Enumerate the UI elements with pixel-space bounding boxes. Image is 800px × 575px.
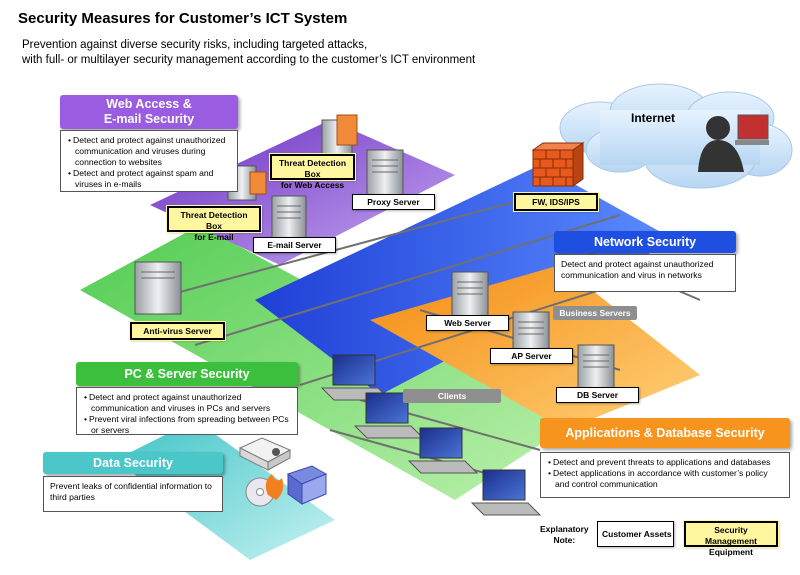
antivirus-server-icon xyxy=(134,261,182,315)
business-servers-label: Business Servers xyxy=(553,306,637,320)
bullet-item: Detect and prevent threats to applicatio… xyxy=(553,457,783,468)
attacker-icon xyxy=(698,114,769,172)
web-server-icon xyxy=(451,271,489,319)
client-laptop-icon xyxy=(353,392,425,439)
internet-label: Internet xyxy=(631,111,676,125)
legend-equipment-line: Equipment xyxy=(709,547,753,557)
firewall-icon xyxy=(531,142,585,187)
subtitle-line: Prevention against diverse security risk… xyxy=(22,39,368,51)
network-security-heading: Network Security xyxy=(554,231,736,253)
legend-security-equipment: Security Management Equipment xyxy=(683,520,779,557)
label-line: Threat Detection Box xyxy=(180,210,248,231)
heading-line: Web Access & xyxy=(106,97,192,111)
client-laptop-icon xyxy=(470,469,542,516)
legend-note-label: Explanatory Note: xyxy=(540,524,589,546)
legend-equipment-line: Security Management xyxy=(705,525,757,546)
data-security-heading: Data Security xyxy=(43,452,223,474)
clients-label: Clients xyxy=(403,389,501,403)
pc-server-security-heading: PC & Server Security xyxy=(76,362,298,386)
subtitle-line: with full- or multilayer security manage… xyxy=(22,54,476,66)
web-server-label: Web Server xyxy=(426,315,509,331)
label-line: for E-mail xyxy=(194,232,234,242)
network-security-description: Detect and protect against unauthorized … xyxy=(554,254,736,292)
db-server-label: DB Server xyxy=(556,387,639,403)
legend-note-line: Note: xyxy=(553,535,576,545)
bullet-item: Detect and protect against unauthorized … xyxy=(73,135,231,168)
antivirus-server-label: Anti-virus Server xyxy=(129,321,226,341)
disc-icon xyxy=(245,474,284,507)
email-server-icon xyxy=(271,195,307,239)
heading-line: E-mail Security xyxy=(103,112,195,126)
proxy-server-icon xyxy=(366,149,404,199)
web-email-security-heading: Web Access & E-mail Security xyxy=(60,95,238,129)
folder-icon xyxy=(286,465,328,505)
threat-web-box-label: Threat Detection Box for Web Access xyxy=(269,153,356,190)
ap-server-label: AP Server xyxy=(490,348,573,364)
pc-server-security-description: Detect and protect against unauthorized … xyxy=(76,387,298,435)
threat-web-box-icon xyxy=(321,114,358,159)
proxy-server-label: Proxy Server xyxy=(352,194,435,210)
bullet-item: Detect applications in accordance with c… xyxy=(553,468,783,490)
label-line: Threat Detection Box xyxy=(278,158,347,179)
bullet-item: Prevent viral infections from spreading … xyxy=(89,414,291,436)
page-title: Security Measures for Customer’s ICT Sys… xyxy=(18,10,348,27)
db-server-icon xyxy=(577,344,615,392)
label-line: for Web Access xyxy=(280,180,345,190)
legend-customer-assets: Customer Assets xyxy=(597,521,674,547)
applications-security-heading: Applications & Database Security xyxy=(540,418,790,448)
page-subtitle: Prevention against diverse security risk… xyxy=(22,38,475,68)
client-laptop-icon xyxy=(407,427,479,474)
applications-security-description: Detect and prevent threats to applicatio… xyxy=(540,452,790,498)
email-server-label: E-mail Server xyxy=(253,237,336,253)
bullet-item: Detect and protect against spam and viru… xyxy=(73,168,231,190)
firewall-label: FW, IDS/IPS xyxy=(513,192,599,212)
bullet-item: Detect and protect against unauthorized … xyxy=(89,392,291,414)
threat-email-box-label: Threat Detection Box for E-mail xyxy=(166,205,262,242)
legend-note-line: Explanatory xyxy=(540,524,589,534)
web-email-security-description: Detect and protect against unauthorized … xyxy=(60,130,238,192)
data-security-description: Prevent leaks of confidential informatio… xyxy=(43,476,223,512)
projector-icon xyxy=(238,437,292,471)
